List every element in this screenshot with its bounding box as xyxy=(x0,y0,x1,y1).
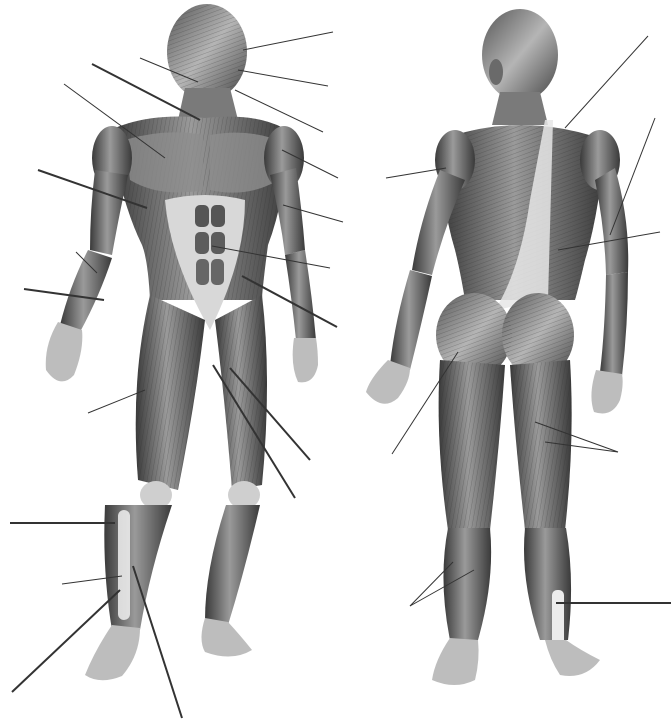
posterior-arm-right-upper xyxy=(595,168,628,275)
anterior-arm-right-lower xyxy=(285,250,316,340)
anterior-abs-6 xyxy=(211,259,224,285)
posterior-thigh-left-fibers xyxy=(439,360,505,530)
leader-line xyxy=(565,36,648,128)
posterior-calf-left xyxy=(443,528,491,640)
posterior-calf-right xyxy=(524,528,571,640)
anterior-knee-left xyxy=(140,481,172,509)
posterior-arm-left-lower xyxy=(390,270,432,370)
anterior-pectoral-left xyxy=(125,132,203,192)
anterior-leg-right-thigh-fibers xyxy=(215,295,267,490)
anterior-foot-right xyxy=(202,618,253,657)
posterior-head xyxy=(482,9,558,101)
posterior-hand-left xyxy=(366,360,410,404)
anterior-knee-right xyxy=(228,481,260,509)
anterior-figure xyxy=(46,4,318,680)
anterior-abs-3 xyxy=(195,232,209,254)
anterior-hand-left xyxy=(46,322,83,381)
anterior-hand-right xyxy=(293,338,318,382)
anterior-head-fibers xyxy=(167,4,247,100)
anterior-abs-1 xyxy=(195,205,209,227)
anterior-foot-left xyxy=(85,625,140,680)
anterior-leg-right-shin xyxy=(205,505,260,625)
anterior-neck xyxy=(178,88,238,120)
posterior-foot-left xyxy=(432,638,479,685)
posterior-ear xyxy=(489,59,503,85)
anterior-tibia-left xyxy=(118,510,130,620)
leader-line xyxy=(243,32,333,50)
posterior-figure xyxy=(366,9,628,685)
anterior-leg-left-thigh-fibers xyxy=(136,295,205,490)
anterior-abs-5 xyxy=(196,259,209,285)
leader-line xyxy=(238,70,328,86)
posterior-foot-right xyxy=(545,640,600,676)
posterior-neck xyxy=(492,92,548,125)
posterior-arm-right-lower xyxy=(600,272,628,376)
leader-line xyxy=(133,566,182,718)
posterior-hand-right xyxy=(591,370,622,414)
anterior-abs-4 xyxy=(211,232,225,254)
anterior-abs-2 xyxy=(211,205,225,227)
posterior-thigh-right-fibers xyxy=(510,360,572,530)
anterior-arm-left-upper xyxy=(90,170,128,255)
